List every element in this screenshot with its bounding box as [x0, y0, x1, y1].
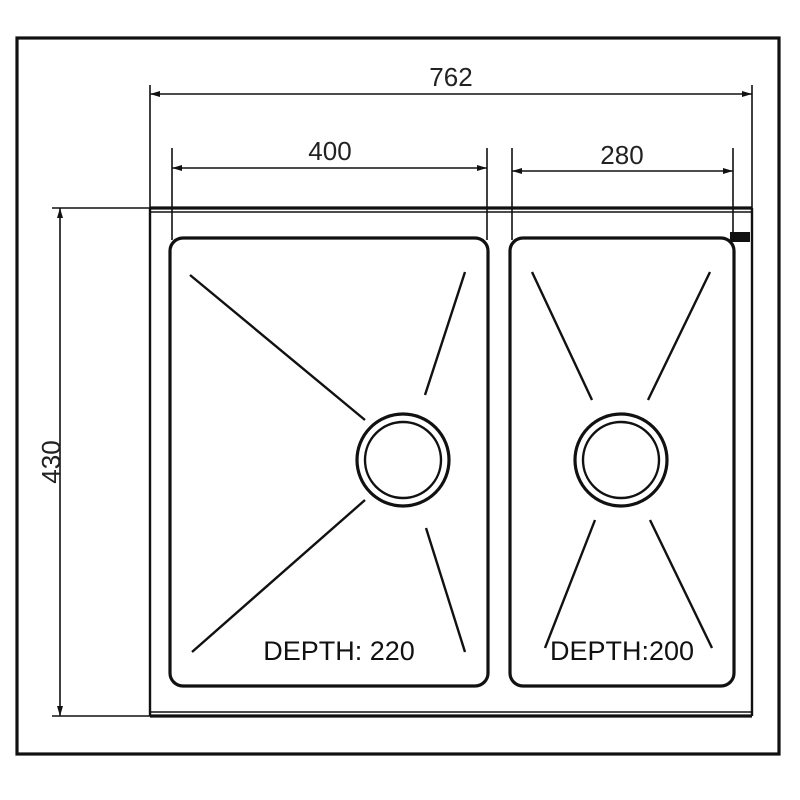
left-bowl-width-label: 400 — [308, 136, 351, 166]
left-drain-outer — [355, 412, 451, 508]
right-bowl-depth-label: DEPTH:200 — [550, 636, 694, 666]
dimension-overall-depth: 430 — [36, 207, 150, 717]
dimension-overall-width: 762 — [149, 62, 753, 208]
right-bowl: DEPTH:200 — [508, 236, 736, 688]
left-drain-inner — [363, 420, 443, 500]
overall-depth-label: 430 — [36, 440, 66, 483]
sink-body — [148, 206, 754, 718]
left-bowl-depth-label: DEPTH: 220 — [263, 636, 415, 666]
overflow-detail — [730, 232, 750, 242]
dimension-left-bowl-width: 400 — [171, 136, 488, 240]
drawing-frame — [15, 36, 781, 756]
right-bowl-width-label: 280 — [600, 140, 643, 170]
overall-width-label: 762 — [429, 62, 472, 92]
left-bowl: DEPTH: 220 — [168, 236, 490, 688]
dimension-right-bowl-width: 280 — [511, 140, 734, 240]
right-drain-inner — [581, 420, 661, 500]
right-drain-outer — [573, 412, 669, 508]
